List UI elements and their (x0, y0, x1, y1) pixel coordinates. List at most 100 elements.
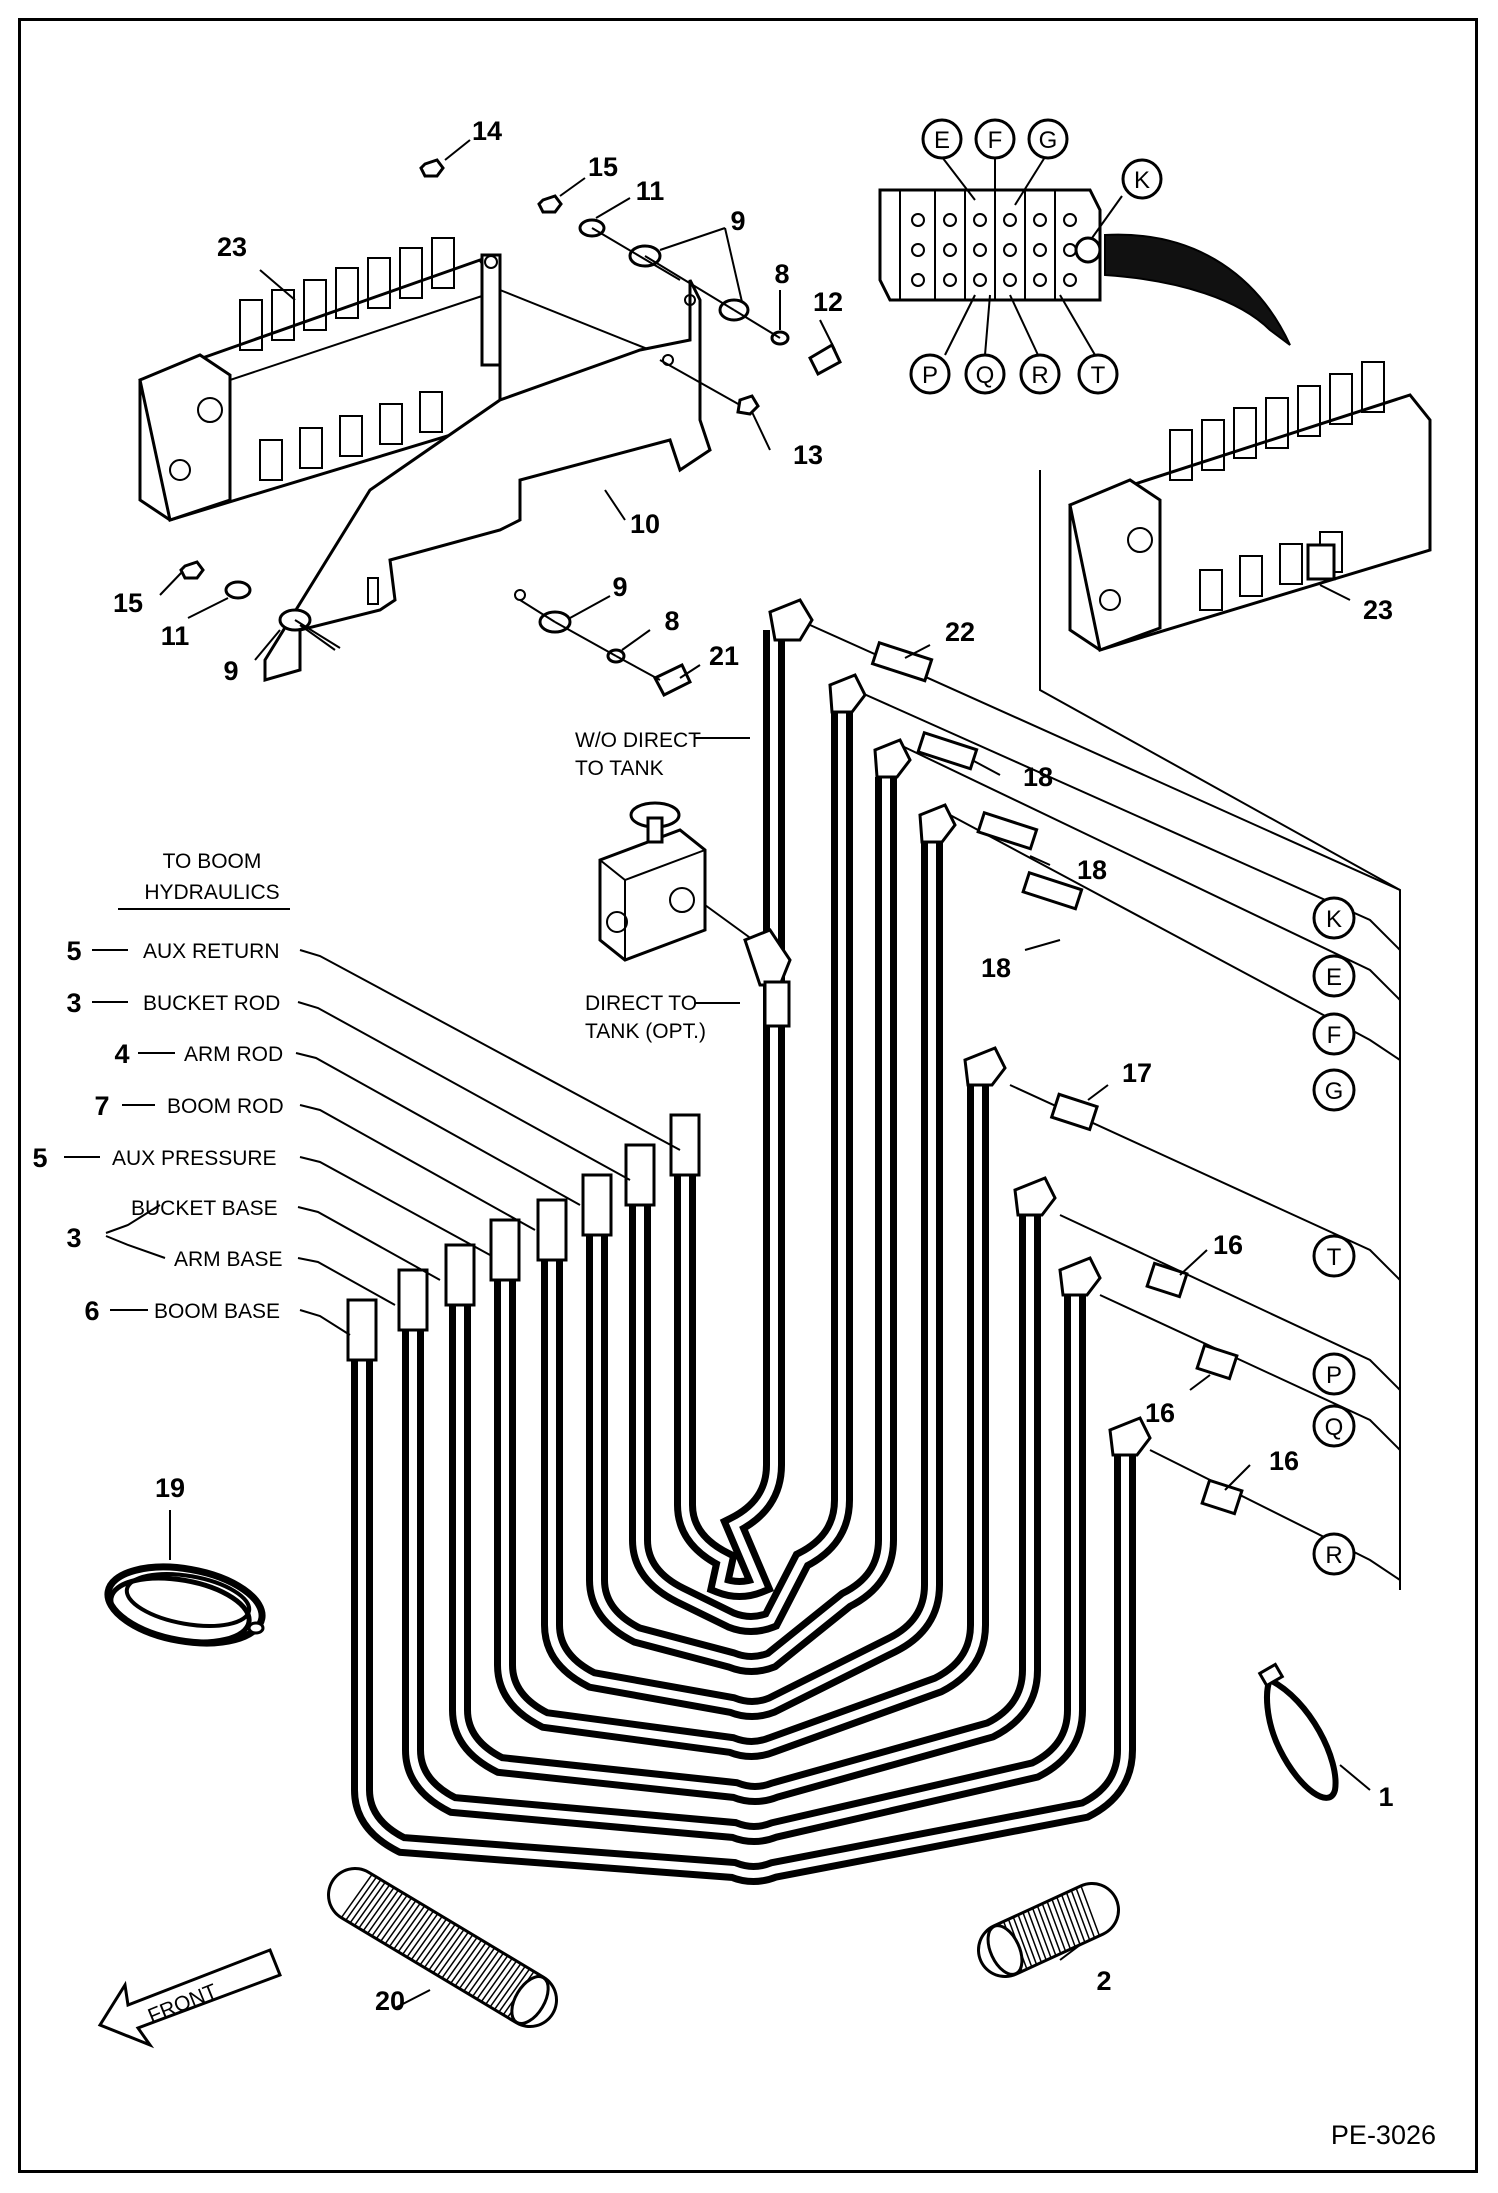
port-right-p: P (1326, 1362, 1342, 1389)
label-aux-return: AUX RETURN (143, 940, 280, 963)
hardware-lower (179, 560, 692, 697)
callout-21: 21 (709, 641, 739, 671)
spiral-2-fill (980, 1885, 1117, 1975)
port-right-q: Q (1325, 1414, 1344, 1441)
spiral-2-ring-3 (1065, 1892, 1086, 1943)
hose-end-fitting-7 (397, 1268, 429, 1332)
callout-9-top: 9 (730, 206, 745, 236)
callout-3-base: 3 (66, 1223, 81, 1253)
spiral-20-ring-36 (498, 1968, 530, 2013)
spiral-2-ring-5 (1056, 1897, 1076, 1947)
callout-18-c: 18 (981, 953, 1011, 983)
spiral-2-ring-8 (1041, 1903, 1062, 1954)
hose-end-fitting-3 (581, 1173, 613, 1237)
hose-end-fitting-5 (489, 1218, 521, 1282)
spiral-20-ring-12 (393, 1905, 425, 1950)
port-labels-right: K E F G T P Q R (1325, 906, 1344, 1569)
routing-lines (809, 624, 1401, 1590)
spiral-20-ring-22 (437, 1932, 469, 1976)
spiral-20-ring-21 (432, 1929, 465, 1973)
callout-13: 13 (793, 440, 823, 470)
mounting-bracket (263, 279, 712, 682)
spiral-20-ring-13 (397, 1908, 430, 1952)
spiral-2-ring-7 (1046, 1901, 1067, 1952)
port-label-r: R (1031, 362, 1048, 389)
spiral-guard-long (327, 1867, 558, 2028)
callout-20: 20 (375, 1986, 405, 2016)
spiral-20-ring-1 (345, 1876, 377, 1921)
spiral-20-ring-3 (354, 1882, 386, 1926)
callout-8-top: 8 (774, 259, 789, 289)
spiral-2-ring-2 (1070, 1890, 1091, 1940)
callout-2: 2 (1096, 1966, 1111, 1996)
hose-labels: AUX RETURN BUCKET ROD ARM ROD BOOM ROD A… (112, 940, 284, 1323)
port-label-t: T (1091, 362, 1106, 389)
callout-10: 10 (630, 509, 660, 539)
hose-gap-1 (681, 630, 778, 1593)
spiral-20-ring-20 (428, 1926, 460, 1971)
spiral-20-ring-35 (494, 1966, 526, 2010)
spiral-20-ring-14 (402, 1911, 434, 1955)
callout-11-bottom: 11 (161, 621, 190, 651)
spiral-2-ring-11 (1027, 1910, 1047, 1960)
spiral-2-ring-6 (1051, 1899, 1071, 1949)
spiral-20-ring-6 (367, 1890, 399, 1934)
spiral-20-ring-24 (446, 1937, 478, 1981)
hose-end-fitting-4 (536, 1198, 568, 1262)
hose-gap-6 (456, 1215, 1034, 1798)
cable-tie (1257, 1662, 1339, 1801)
hose-end-fitting-1 (669, 1113, 701, 1177)
port-right-f: F (1327, 1022, 1342, 1049)
label-boom-base: BOOM BASE (154, 1300, 280, 1323)
port-label-q: Q (976, 362, 995, 389)
spiral-2-ring-10 (1032, 1908, 1052, 1958)
spiral-2-ring-14 (1012, 1917, 1033, 1967)
port-right-k: K (1326, 906, 1342, 933)
callout-11-top: 11 (636, 176, 665, 206)
spiral-20-ring-26 (454, 1942, 487, 1986)
callout-15-top: 15 (588, 152, 618, 182)
hose-bundle (346, 630, 1136, 1885)
port-label-p: P (922, 362, 938, 389)
callout-16-c: 16 (1269, 1446, 1299, 1476)
callout-3-bucket-rod: 3 (66, 988, 81, 1018)
spiral-20-ring-32 (481, 1958, 513, 2002)
hose-gap-5 (501, 1085, 982, 1753)
spiral-2-ring-13 (1017, 1915, 1038, 1965)
spiral-20-end (510, 1975, 550, 2025)
spiral-20-ring-19 (424, 1924, 456, 1968)
callout-16-b: 16 (1145, 1398, 1175, 1428)
spiral-20-fill (330, 1870, 555, 2025)
label-bucket-rod: BUCKET ROD (143, 992, 280, 1015)
spiral-20-ring-17 (415, 1918, 447, 1963)
spiral-20-ring-7 (371, 1892, 404, 1937)
spiral-20-ring-31 (476, 1955, 509, 2000)
port-label-g: G (1039, 127, 1058, 154)
spiral-2-ring-4 (1061, 1895, 1081, 1945)
spiral-2-end (986, 1924, 1024, 1976)
document-code: PE-3026 (1331, 2120, 1436, 2150)
spiral-20-ring-10 (384, 1900, 417, 1944)
spiral-20-ring-33 (485, 1960, 517, 2005)
callout-19: 19 (155, 1473, 185, 1503)
hose-label-leaders (64, 737, 750, 1336)
spiral-20-ring-25 (450, 1939, 482, 1984)
spiral-20-ring-16 (411, 1916, 443, 1960)
hose-gap-2 (636, 712, 846, 1628)
spiral-20-ring-34 (489, 1963, 522, 2007)
hose-gap-7 (409, 1295, 1079, 1838)
hardware-upper (419, 158, 842, 416)
hose-1 (674, 630, 785, 1600)
spiral-20-ring-27 (459, 1945, 491, 1989)
port-right-t: T (1327, 1244, 1342, 1271)
callout-9-left: 9 (223, 656, 238, 686)
control-valve-right (1039, 361, 1432, 891)
spiral-20-ring-30 (472, 1953, 504, 1997)
spiral-2-ring-0 (1080, 1886, 1100, 1936)
note-direct-1: DIRECT TO (585, 992, 697, 1015)
spiral-2-ring-1 (1075, 1888, 1096, 1938)
spiral-20-ring-2 (349, 1879, 382, 1923)
note-wo-direct-2: TO TANK (575, 757, 664, 780)
note-wo-direct-1: W/O DIRECT (575, 729, 701, 752)
